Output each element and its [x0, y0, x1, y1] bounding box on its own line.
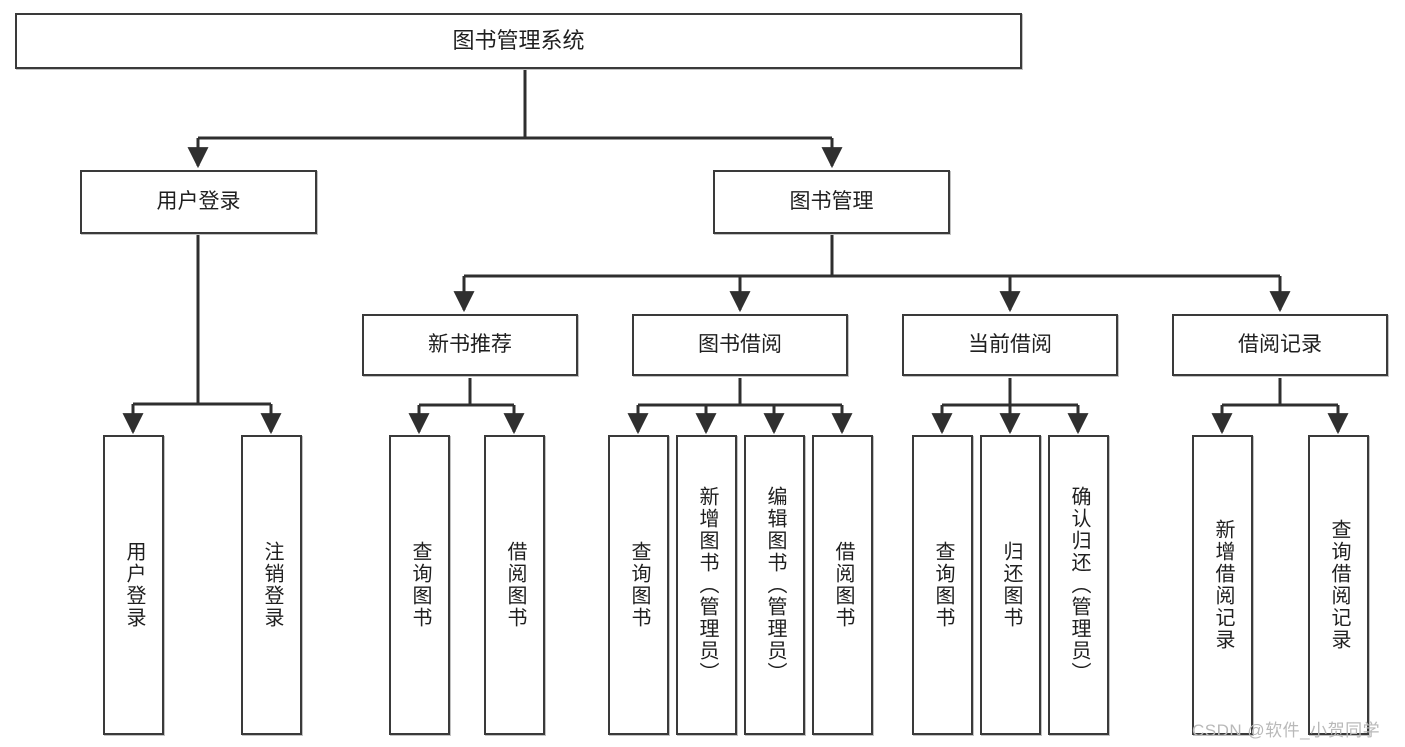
watermark: CSDN @软件_小贺同学: [1192, 721, 1381, 740]
node-leaf-borrow-book-1[interactable]: 借阅图书: [484, 435, 545, 735]
node-leaf-edit-book[interactable]: 编辑图书（管理员）: [744, 435, 805, 735]
node-root-label: 图书管理系统: [452, 28, 585, 54]
node-leaf-query-record[interactable]: 查询借阅记录: [1308, 435, 1369, 735]
node-leaf-query-book-2-label: 查询图书: [628, 541, 650, 629]
node-leaf-user-logout-label: 注销登录: [261, 541, 283, 629]
node-book-borrow-label: 图书借阅: [698, 332, 782, 356]
node-current-borrow-label: 当前借阅: [968, 332, 1052, 356]
node-leaf-query-book-3-label: 查询图书: [932, 541, 954, 629]
node-leaf-return-book[interactable]: 归还图书: [980, 435, 1041, 735]
node-user-login[interactable]: 用户登录: [80, 170, 317, 234]
node-leaf-edit-book-label: 编辑图书（管理员）: [764, 486, 786, 684]
node-new-book-recommend-label: 新书推荐: [428, 332, 512, 356]
node-leaf-add-book[interactable]: 新增图书（管理员）: [676, 435, 737, 735]
node-book-manage[interactable]: 图书管理: [713, 170, 950, 234]
node-book-manage-label: 图书管理: [789, 189, 874, 213]
node-leaf-borrow-book-1-label: 借阅图书: [504, 541, 526, 629]
node-leaf-return-book-label: 归还图书: [1000, 541, 1022, 629]
node-user-login-label: 用户登录: [156, 189, 241, 213]
node-leaf-query-book-3[interactable]: 查询图书: [912, 435, 973, 735]
node-leaf-borrow-book-2-label: 借阅图书: [832, 541, 854, 629]
node-leaf-confirm-return[interactable]: 确认归还（管理员）: [1048, 435, 1109, 735]
node-leaf-confirm-return-label: 确认归还（管理员）: [1068, 486, 1090, 684]
node-leaf-query-book-1-label: 查询图书: [409, 541, 431, 629]
node-leaf-query-record-label: 查询借阅记录: [1328, 519, 1350, 651]
node-leaf-borrow-book-2[interactable]: 借阅图书: [812, 435, 873, 735]
node-leaf-add-record-label: 新增借阅记录: [1212, 519, 1234, 651]
node-leaf-query-book-1[interactable]: 查询图书: [389, 435, 450, 735]
node-leaf-add-book-label: 新增图书（管理员）: [696, 486, 718, 684]
node-leaf-user-login[interactable]: 用户登录: [103, 435, 164, 735]
node-leaf-user-login-label: 用户登录: [123, 541, 145, 629]
node-borrow-record[interactable]: 借阅记录: [1172, 314, 1388, 376]
node-leaf-user-logout[interactable]: 注销登录: [241, 435, 302, 735]
node-borrow-record-label: 借阅记录: [1238, 332, 1322, 356]
node-current-borrow[interactable]: 当前借阅: [902, 314, 1118, 376]
node-root[interactable]: 图书管理系统: [15, 13, 1022, 69]
node-leaf-add-record[interactable]: 新增借阅记录: [1192, 435, 1253, 735]
node-book-borrow[interactable]: 图书借阅: [632, 314, 848, 376]
node-leaf-query-book-2[interactable]: 查询图书: [608, 435, 669, 735]
node-new-book-recommend[interactable]: 新书推荐: [362, 314, 578, 376]
